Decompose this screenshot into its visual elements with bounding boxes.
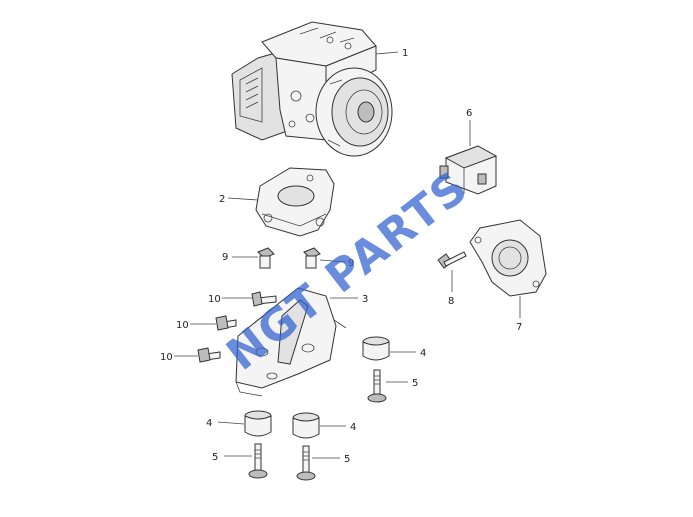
nut-right	[303, 247, 321, 269]
callout-4-bottom-left: 4	[206, 418, 212, 429]
callout-3: 3	[362, 294, 368, 305]
sensor-screw	[437, 251, 467, 269]
callout-4-bottom-right: 4	[350, 422, 356, 433]
watermark-text: NGT PARTS	[217, 161, 478, 381]
bolt-bottom	[197, 347, 221, 363]
callout-6: 6	[466, 108, 472, 119]
upper-bracket	[255, 167, 335, 237]
callout-10-middle: 10	[176, 320, 189, 331]
bolt-top	[251, 291, 277, 307]
grommet-bottom-right	[292, 412, 320, 439]
callout-10-bottom: 10	[160, 352, 173, 363]
callout-5-bottom-left: 5	[212, 452, 218, 463]
callout-8: 8	[448, 296, 454, 307]
callout-5-bottom-right: 5	[344, 454, 350, 465]
stud-bottom-right	[296, 445, 316, 481]
callout-7: 7	[516, 322, 522, 333]
abs-hydraulic-unit	[231, 21, 393, 157]
callout-4-right: 4	[420, 348, 426, 359]
callout-5-right: 5	[412, 378, 418, 389]
callout-10-top: 10	[208, 294, 221, 305]
callout-2: 2	[219, 194, 225, 205]
lower-bracket	[235, 287, 347, 397]
bolt-middle	[215, 315, 237, 331]
callout-1: 1	[402, 48, 408, 59]
stud-bottom-left	[248, 443, 268, 479]
stud-right	[367, 369, 387, 403]
grommet-right	[362, 336, 390, 361]
sensor-module	[439, 145, 498, 195]
sensor-bracket	[469, 219, 547, 297]
nut-left	[257, 247, 275, 269]
callout-9-left: 9	[222, 252, 228, 263]
grommet-bottom-left	[244, 410, 272, 437]
callout-9-right: 9	[348, 258, 354, 269]
